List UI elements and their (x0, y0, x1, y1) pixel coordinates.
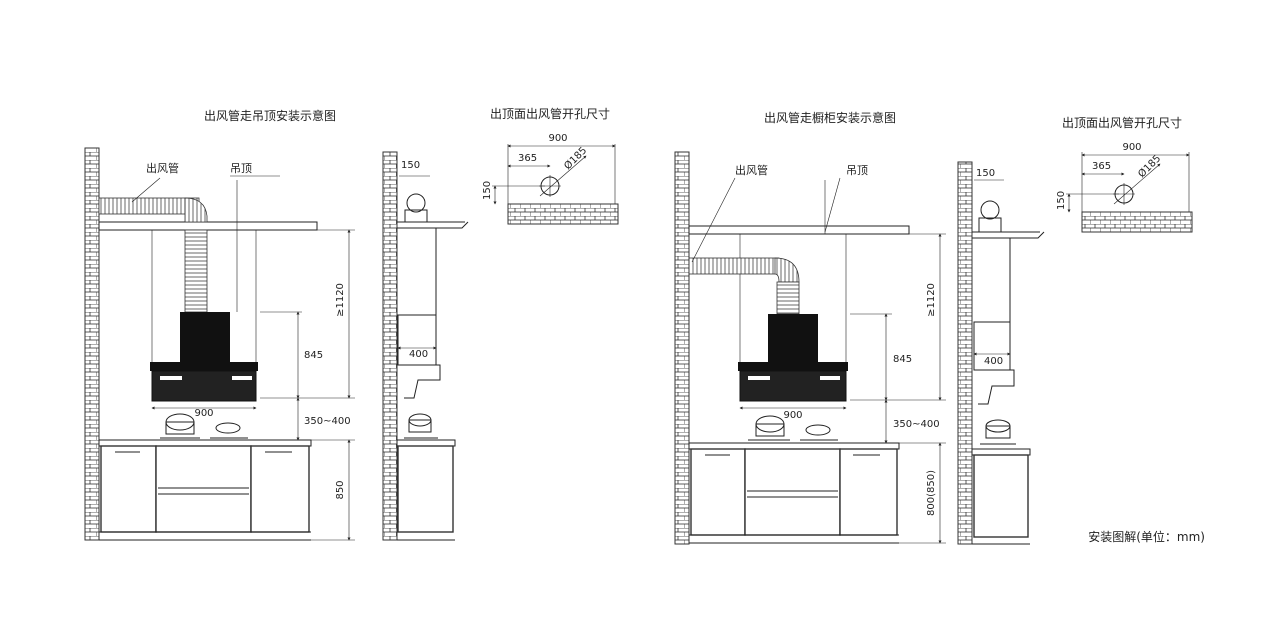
dim-hole-150-2: 150 (1056, 191, 1067, 210)
panel-hole-size-2: 出顶面出风管开孔尺寸 900 365 Ø185 150 (1056, 115, 1193, 233)
dim-cabinet-850: 850 (335, 480, 346, 499)
countertop (98, 439, 312, 447)
dim-diameter-1: Ø185 (562, 145, 590, 173)
dim-height-845-2: 845 (893, 354, 912, 365)
cabinet-left (100, 445, 157, 533)
dim-gap-350-400-2: 350~400 (893, 419, 940, 430)
wall-side (382, 151, 398, 541)
hood-chimney-2 (768, 314, 818, 362)
wall (84, 147, 100, 541)
ceiling-slab-2 (1081, 211, 1193, 233)
dim-hole-900-1: 900 (548, 133, 567, 144)
dim-min-1120-2: ≥1120 (926, 283, 937, 317)
panel-cabinet-side: 150 400 (957, 161, 1045, 545)
hood-panel (150, 362, 258, 371)
dim-hole-365-2: 365 (1092, 161, 1111, 172)
dim-hole-900-2: 900 (1122, 142, 1141, 153)
label-ceiling: 吊顶 (230, 162, 252, 175)
cabinet-drawers (155, 445, 252, 533)
countertop-2 (688, 442, 900, 450)
dim-hole-365-1: 365 (518, 153, 537, 164)
cabinet-right (250, 445, 310, 533)
dim-hood-width: 900 (194, 408, 213, 419)
panel-ceiling-side: 150 400 (382, 151, 469, 541)
hood-body-2 (739, 370, 847, 402)
label-duct-2: 出风管 (735, 163, 768, 177)
duct-vertical-2 (776, 281, 800, 315)
dim-hood-width-2: 900 (783, 410, 802, 421)
hood-chimney (180, 312, 230, 362)
title-hole-size-2: 出顶面出风管开孔尺寸 (1062, 115, 1182, 130)
duct-horizontal (98, 197, 200, 215)
title-ceiling-install: 出风管走吊顶安装示意图 (204, 108, 336, 123)
title-cabinet-install: 出风管走橱柜安装示意图 (764, 110, 896, 125)
duct-horizontal-2 (688, 257, 780, 275)
units-note: 安装图解(单位：mm) (1088, 529, 1205, 544)
dim-diameter-2: Ø185 (1136, 153, 1164, 181)
label-duct: 出风管 (146, 161, 179, 175)
wall-side-2 (957, 161, 973, 545)
hood-body (151, 370, 257, 402)
dim-gap-350-400: 350~400 (304, 416, 351, 427)
duct-vertical (184, 229, 208, 313)
dim-height-845: 845 (304, 350, 323, 361)
label-ceiling-2: 吊顶 (846, 164, 868, 177)
ceiling-board (98, 221, 318, 231)
ceiling-slab-1 (507, 203, 619, 225)
dim-cabinet-800-850: 800(850) (926, 470, 937, 516)
dim-hole-150-1: 150 (482, 181, 493, 200)
dim-depth-400: 400 (409, 349, 428, 360)
panel-cabinet-front: 出风管走橱柜安装示意图 900 出 (674, 110, 946, 545)
dim-min-1120: ≥1120 (335, 283, 346, 317)
title-hole-size-1: 出顶面出风管开孔尺寸 (490, 106, 610, 121)
dim-depth-400-2: 400 (984, 356, 1003, 367)
wall-2 (674, 151, 690, 545)
dim-side-150-2: 150 (976, 168, 995, 179)
dim-side-150: 150 (401, 160, 420, 171)
panel-ceiling-front: 出风管走吊顶安装示意图 900 (84, 108, 355, 541)
panel-hole-size-1: 出顶面出风管开孔尺寸 900 365 Ø185 150 (482, 106, 619, 225)
ceiling-board-2 (688, 225, 910, 235)
